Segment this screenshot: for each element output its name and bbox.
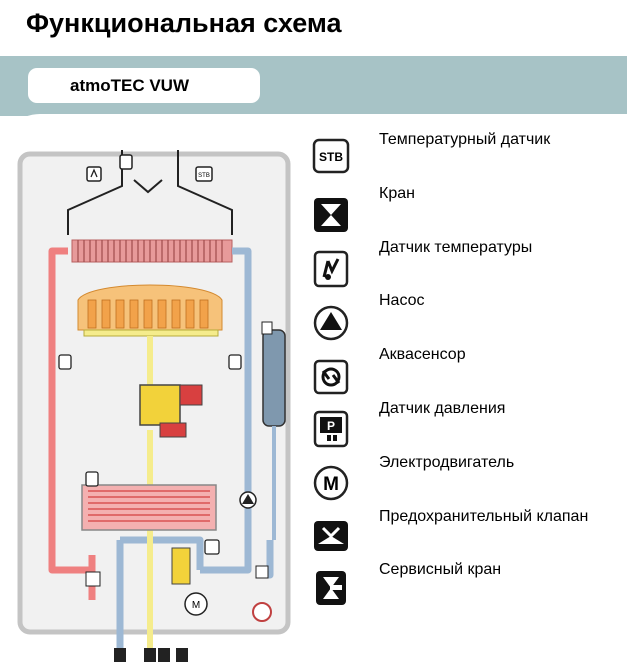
heating-return-pipe <box>116 247 274 660</box>
service-valve-icon <box>316 571 346 605</box>
expansion-vessel <box>261 321 286 540</box>
aquasensor <box>204 539 220 555</box>
motor-badge: M <box>323 474 339 495</box>
secondary-heat-exchanger <box>81 484 217 531</box>
page-title: Функциональная схема <box>26 8 342 38</box>
gas-valve <box>139 384 203 438</box>
motor-badge-small: M <box>192 600 200 611</box>
pump <box>239 491 257 509</box>
exchanger-sensor <box>85 471 99 487</box>
legend-label-pump: Насос <box>379 292 425 309</box>
pressure-badge: P <box>327 419 335 433</box>
flue-sensor-left <box>86 166 102 182</box>
model-label: atmoTEC VUW <box>28 68 260 103</box>
burner <box>77 284 223 337</box>
legend-label-motor: Электродвигатель <box>379 454 515 471</box>
aquasensor-icon <box>313 359 349 395</box>
primary-heat-exchanger <box>71 239 233 263</box>
legend-label-stb: Температурный датчик <box>379 131 551 148</box>
stb-sensor-hood: STB <box>195 166 213 182</box>
safety-valve-icon <box>314 521 348 551</box>
pressure-gauge <box>252 565 272 622</box>
stb-badge-small: STB <box>198 173 210 179</box>
valve-icon <box>314 198 348 232</box>
pressure-sensor-icon: P <box>313 410 349 448</box>
legend-label-aquasensor: Аквасенсор <box>379 346 466 363</box>
stb-badge: STB <box>319 150 343 164</box>
three-way-valve: M <box>171 547 208 616</box>
return-temp-sensor <box>228 354 242 370</box>
legend-label-valve: Кран <box>379 185 415 202</box>
temperature-sensor-icon <box>313 250 349 288</box>
legend-label-pressure-sensor: Датчик давления <box>379 400 506 417</box>
legend-label-temperature-sensor: Датчик температуры <box>379 239 533 256</box>
motor-icon: M <box>313 465 349 501</box>
legend-label-service-valve: Сервисный кран <box>379 561 502 578</box>
legend-label-safety-valve: Предохранительный клапан <box>379 508 589 525</box>
flue-sensor-top <box>119 154 133 170</box>
stb-icon: STB <box>312 138 350 174</box>
pump-icon <box>313 305 349 341</box>
connection-valves <box>85 571 188 662</box>
flow-temp-sensor <box>58 354 72 370</box>
